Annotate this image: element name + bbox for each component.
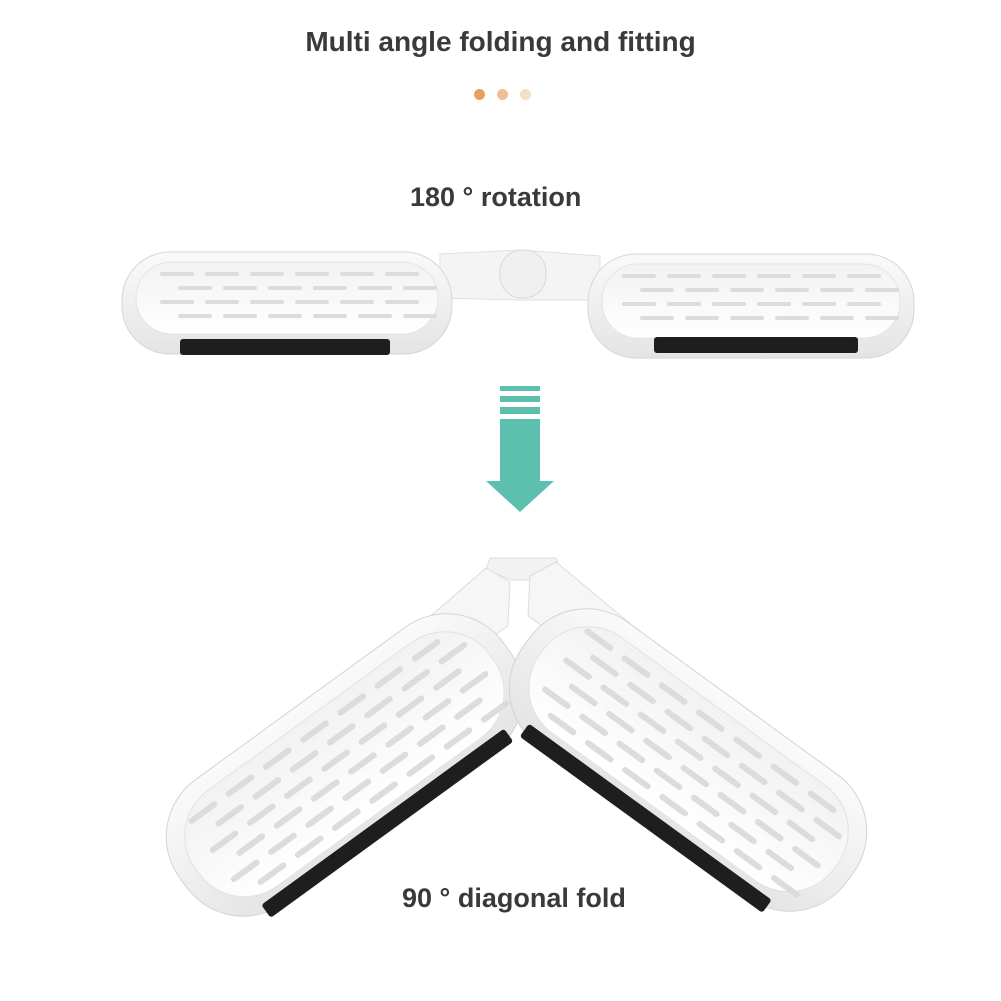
- down-arrow-icon: [486, 386, 554, 512]
- shelf-folded-image: [165, 557, 868, 917]
- pad-icon: [654, 337, 858, 353]
- rotation-label: 180 ° rotation: [410, 182, 582, 212]
- indicator-dot[interactable]: [474, 89, 485, 100]
- indicator-dot[interactable]: [497, 89, 508, 100]
- pad-icon: [520, 724, 771, 912]
- page-title: Multi angle folding and fitting: [305, 26, 696, 57]
- pad-icon: [262, 729, 513, 917]
- pad-icon: [180, 339, 390, 355]
- carousel-indicator: [474, 89, 531, 100]
- shelf-flat-image: [121, 249, 915, 359]
- indicator-dot[interactable]: [520, 89, 531, 100]
- fold-label: 90 ° diagonal fold: [402, 883, 626, 913]
